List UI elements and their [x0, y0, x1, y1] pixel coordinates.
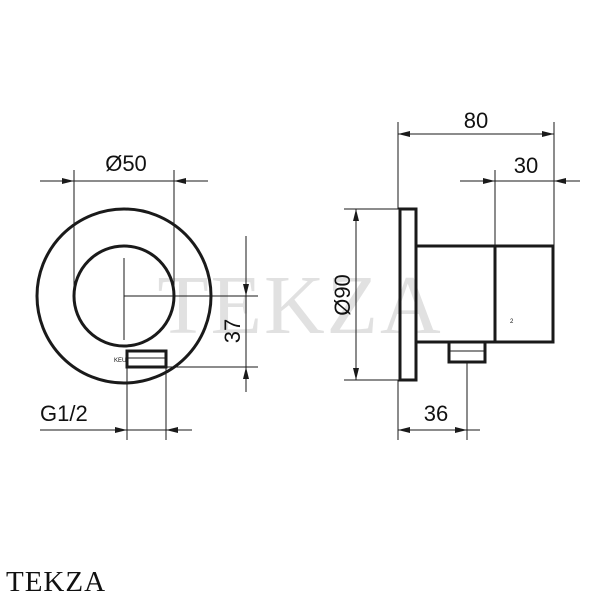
label-body-depth: 30 — [514, 153, 538, 178]
arrow-36-left — [398, 427, 410, 433]
arrow-90-top — [353, 209, 359, 221]
arrow-right — [174, 178, 186, 184]
label-front-diameter: Ø50 — [105, 151, 147, 176]
arrow-36-right — [455, 427, 467, 433]
dimension-overall-depth: 80 — [397, 108, 555, 246]
arrow-80-right — [542, 131, 554, 137]
dimension-thread: G1/2 — [40, 367, 192, 440]
dimension-front-diameter: Ø50 — [40, 151, 208, 296]
front-outlet-nozzle — [125, 349, 168, 369]
watermark-text: TEKZA — [157, 259, 442, 352]
label-thread: G1/2 — [40, 401, 88, 426]
label-overall-depth: 80 — [464, 108, 488, 133]
side-outlet-nozzle — [447, 340, 487, 364]
arrow-30-right — [554, 178, 566, 184]
arrow-80-left — [398, 131, 410, 137]
side-view: 2 — [398, 207, 555, 382]
brand-logo-text: TEKZA — [6, 566, 107, 598]
arrow-bottom-37 — [243, 367, 249, 379]
arrow-thread-left — [115, 427, 127, 433]
label-height-37: 37 — [220, 319, 245, 343]
dimension-rosette-diameter: Ø90 — [330, 208, 400, 381]
label-rosette-diameter: Ø90 — [330, 274, 355, 316]
arrow-30-left — [483, 178, 495, 184]
arrow-top-37 — [243, 284, 249, 296]
front-part-mark: KEU — [114, 358, 126, 364]
dimension-height-37: 37 — [166, 236, 258, 392]
arrow-90-bottom — [353, 368, 359, 380]
dimension-outlet-offset: 36 — [397, 362, 480, 440]
arrow-thread-right — [166, 427, 178, 433]
dimension-body-depth: 30 — [460, 153, 580, 246]
label-outlet-offset: 36 — [424, 401, 448, 426]
side-part-mark: 2 — [510, 319, 514, 325]
arrow-left — [62, 178, 74, 184]
